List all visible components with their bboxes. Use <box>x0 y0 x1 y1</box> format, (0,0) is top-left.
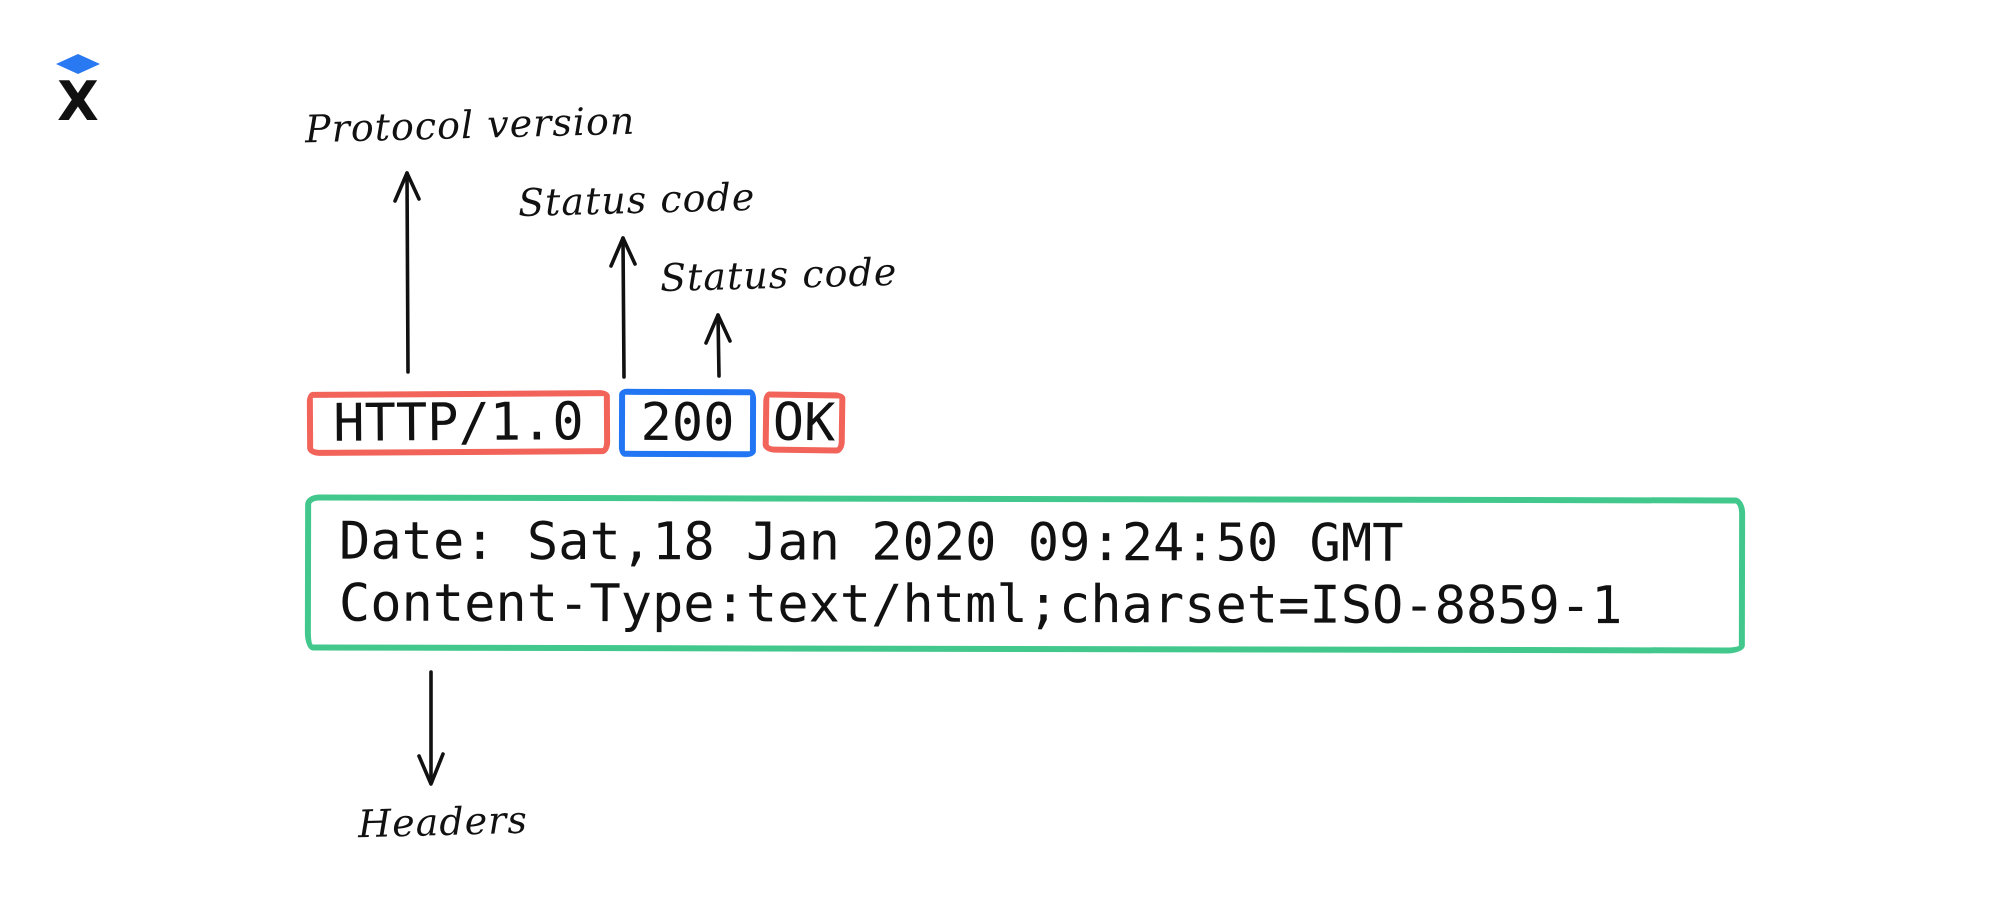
response-headers-box: Date: Sat,18 Jan 2020 09:24:50 GMT Conte… <box>304 494 1746 654</box>
x-logo-icon: X <box>56 54 100 122</box>
logo-letter: X <box>57 70 99 122</box>
status-code-label-2: Status code <box>659 249 898 301</box>
status-code-box: 200 <box>618 388 757 458</box>
header-line-date: Date: Sat,18 Jan 2020 09:24:50 GMT <box>339 511 1404 574</box>
reason-phrase-up-arrow-icon <box>704 313 732 378</box>
status-code-value: 200 <box>640 392 735 454</box>
status-code-label-1: Status code <box>517 174 756 226</box>
protocol-version-up-arrow-icon <box>393 171 421 374</box>
headers-label: Headers <box>357 797 529 847</box>
protocol-version-box: HTTP/1.0 <box>306 390 611 456</box>
headers-down-arrow-icon <box>417 670 445 786</box>
status-code-up-arrow-icon <box>609 236 637 379</box>
protocol-version-label: Protocol version <box>304 98 636 152</box>
logo-diamond-icon <box>56 54 100 74</box>
reason-phrase-box: OK <box>762 391 846 454</box>
header-line-content-type: Content-Type:text/html;charset=ISO-8859-… <box>338 573 1623 637</box>
reason-phrase-value: OK <box>772 392 836 453</box>
protocol-version-value: HTTP/1.0 <box>333 392 584 454</box>
